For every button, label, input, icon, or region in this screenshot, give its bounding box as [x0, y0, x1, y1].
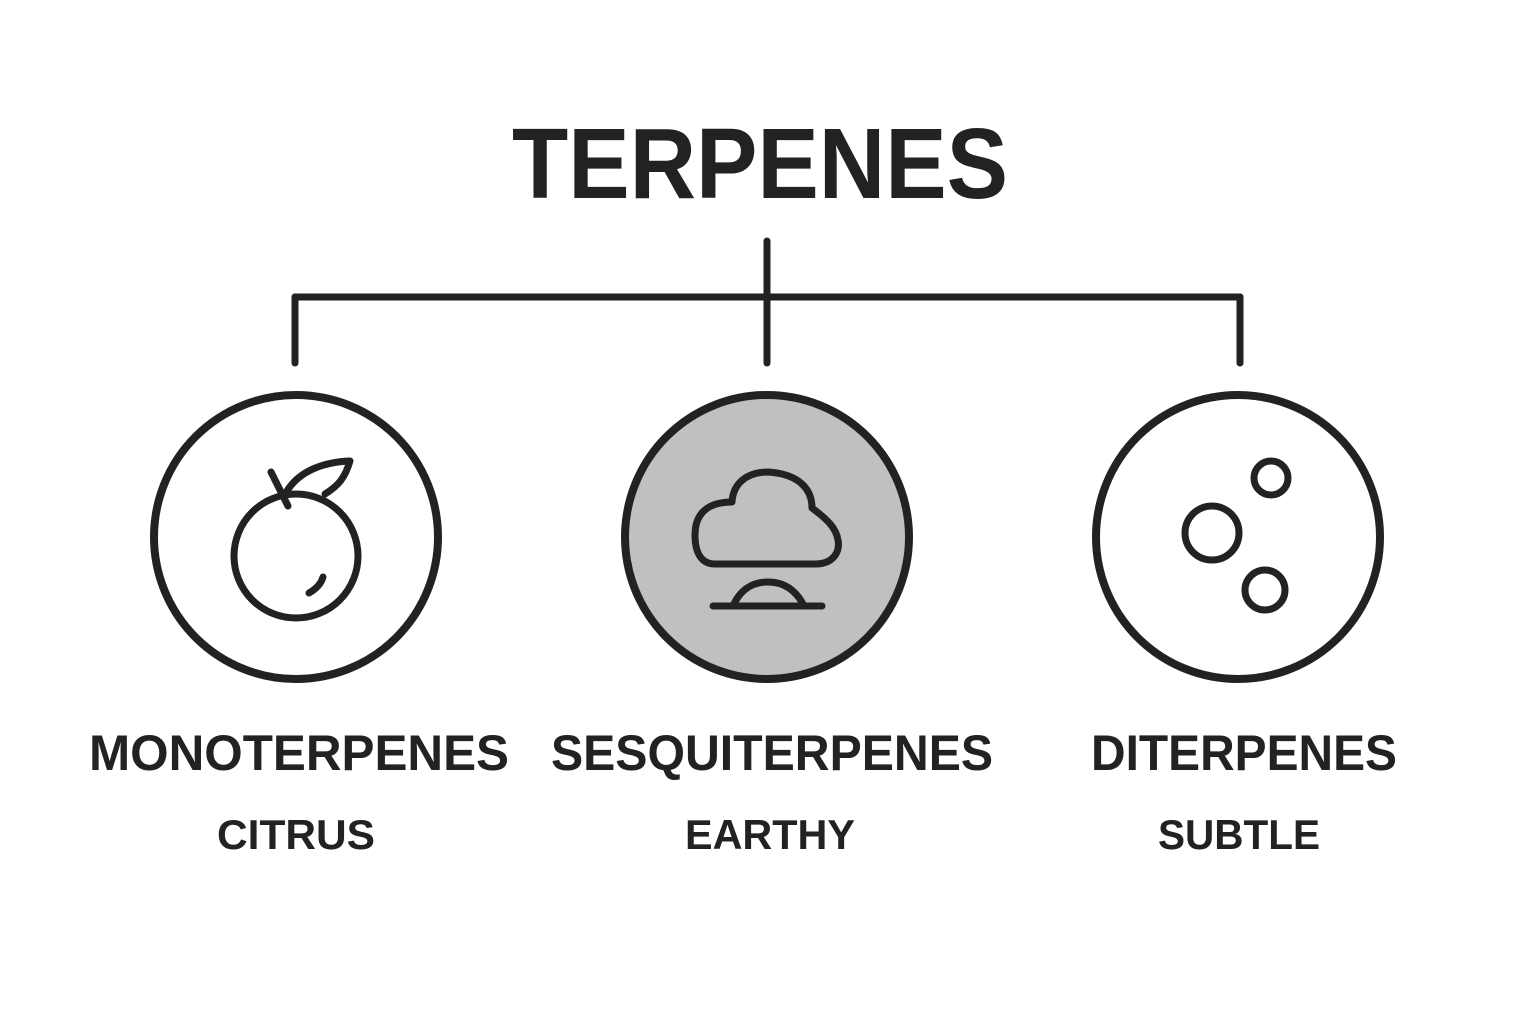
citrus-fruit-icon — [230, 457, 362, 622]
category-circle — [621, 391, 913, 683]
bubbles-icon — [1181, 457, 1292, 614]
diagram-title: TERPENES — [512, 108, 1008, 220]
category-name: MONOTERPENES — [89, 725, 509, 781]
category-name: DITERPENES — [1091, 725, 1397, 781]
category-descriptor: EARTHY — [685, 811, 855, 858]
cloud-earth-icon — [691, 468, 842, 610]
tree-connectors — [291, 237, 1244, 367]
category-descriptor: CITRUS — [217, 811, 375, 858]
category-sesquiterpenes: SESQUITERPENES EARTHY — [551, 391, 993, 858]
category-name: SESQUITERPENES — [551, 725, 993, 781]
category-descriptor: SUBTLE — [1158, 811, 1320, 858]
category-monoterpenes: MONOTERPENES CITRUS — [89, 391, 509, 858]
category-circle — [150, 391, 442, 683]
category-diterpenes: DITERPENES SUBTLE — [1091, 391, 1397, 858]
